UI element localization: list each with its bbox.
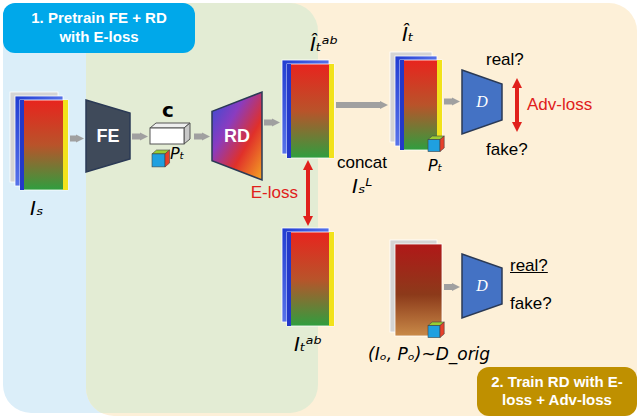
image-stack xyxy=(10,92,68,190)
original-image: (Iₒ, Pₒ)~D_orig xyxy=(390,240,442,336)
edge-label: E-loss xyxy=(251,183,298,203)
node-label: FE xyxy=(86,100,130,172)
adv-loss-arrow xyxy=(515,88,519,122)
overlap-region xyxy=(86,3,318,413)
real-label: real? xyxy=(510,256,548,276)
node-label: RD xyxy=(212,92,262,180)
discriminator: D xyxy=(462,254,502,318)
loss-arrow xyxy=(306,170,310,216)
pretrain-stage: 1. Pretrain FE + RD with E-lossIₛ xyxy=(3,3,318,413)
flow-arrow xyxy=(444,284,452,290)
flow-arrow xyxy=(70,136,76,142)
fake-label: fake? xyxy=(510,294,552,314)
source-image: Iₛ xyxy=(10,92,68,190)
real-label: real? xyxy=(486,50,524,70)
flow-arrow xyxy=(194,134,202,140)
image-stack xyxy=(282,60,334,158)
image-stack xyxy=(282,228,334,326)
image-stack xyxy=(390,52,442,150)
flow-arrow xyxy=(336,102,380,108)
predicted-ab-image: Îₜᵃᵇ xyxy=(282,60,334,158)
node-label: Iₜᵃᵇ xyxy=(294,332,322,356)
train-region xyxy=(86,3,637,416)
node-label: (Iₒ, Pₒ)~D_orig xyxy=(368,344,490,364)
discriminator: D xyxy=(462,70,502,134)
edge-label: concat xyxy=(337,153,387,173)
feature-code: cPₜ xyxy=(150,106,192,168)
flow-arrow xyxy=(444,99,452,105)
node-label: D xyxy=(462,70,502,134)
flow-arrow xyxy=(132,134,140,140)
node-label: D xyxy=(462,254,502,318)
stage-header: 1. Pretrain FE + RD with E-loss xyxy=(3,3,195,53)
train-stage: 2. Train RD with E-loss + Adv-lossÎₜPₜD(… xyxy=(86,3,637,416)
reconstruction-decoder: RD xyxy=(212,92,262,180)
stage-header: 2. Train RD with E-loss + Adv-loss xyxy=(477,367,637,417)
target-ab-image: Iₜᵃᵇ xyxy=(282,228,334,326)
feature-extractor: FE xyxy=(86,100,130,172)
node-label: Pₜ xyxy=(428,156,442,175)
grayscale-input: Iₛᴸ xyxy=(352,174,372,198)
loss-label: Adv-loss xyxy=(527,95,592,115)
node-label: Iₛ xyxy=(30,196,43,220)
node-label: Îₜᵃᵇ xyxy=(310,32,338,56)
image-stack xyxy=(390,240,442,336)
predicted-image: ÎₜPₜ xyxy=(390,52,442,150)
node-label: Îₜ xyxy=(402,22,414,46)
node-label: Pₜ xyxy=(170,144,184,163)
flow-arrow xyxy=(264,120,272,126)
node-label: c xyxy=(162,98,174,122)
fake-label: fake? xyxy=(486,140,528,160)
